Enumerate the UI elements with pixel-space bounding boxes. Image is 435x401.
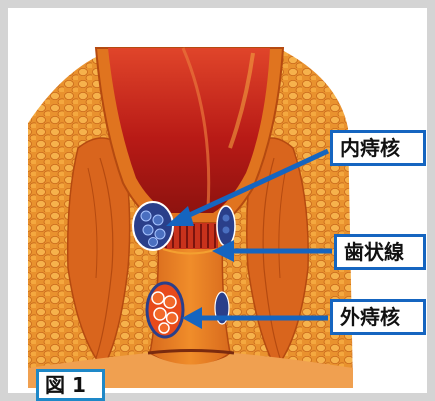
internal-hemorrhoid-right bbox=[217, 206, 235, 246]
label-external-hemorrhoid: 外痔核 bbox=[330, 299, 426, 335]
label-internal-hemorrhoid: 内痔核 bbox=[330, 130, 426, 166]
label-dentate-line: 歯状線 bbox=[334, 234, 426, 270]
external-hemorrhoid-cluster bbox=[147, 283, 183, 337]
anal-canal-illustration bbox=[16, 16, 435, 401]
figure-number-label: 図 1 bbox=[36, 369, 105, 401]
